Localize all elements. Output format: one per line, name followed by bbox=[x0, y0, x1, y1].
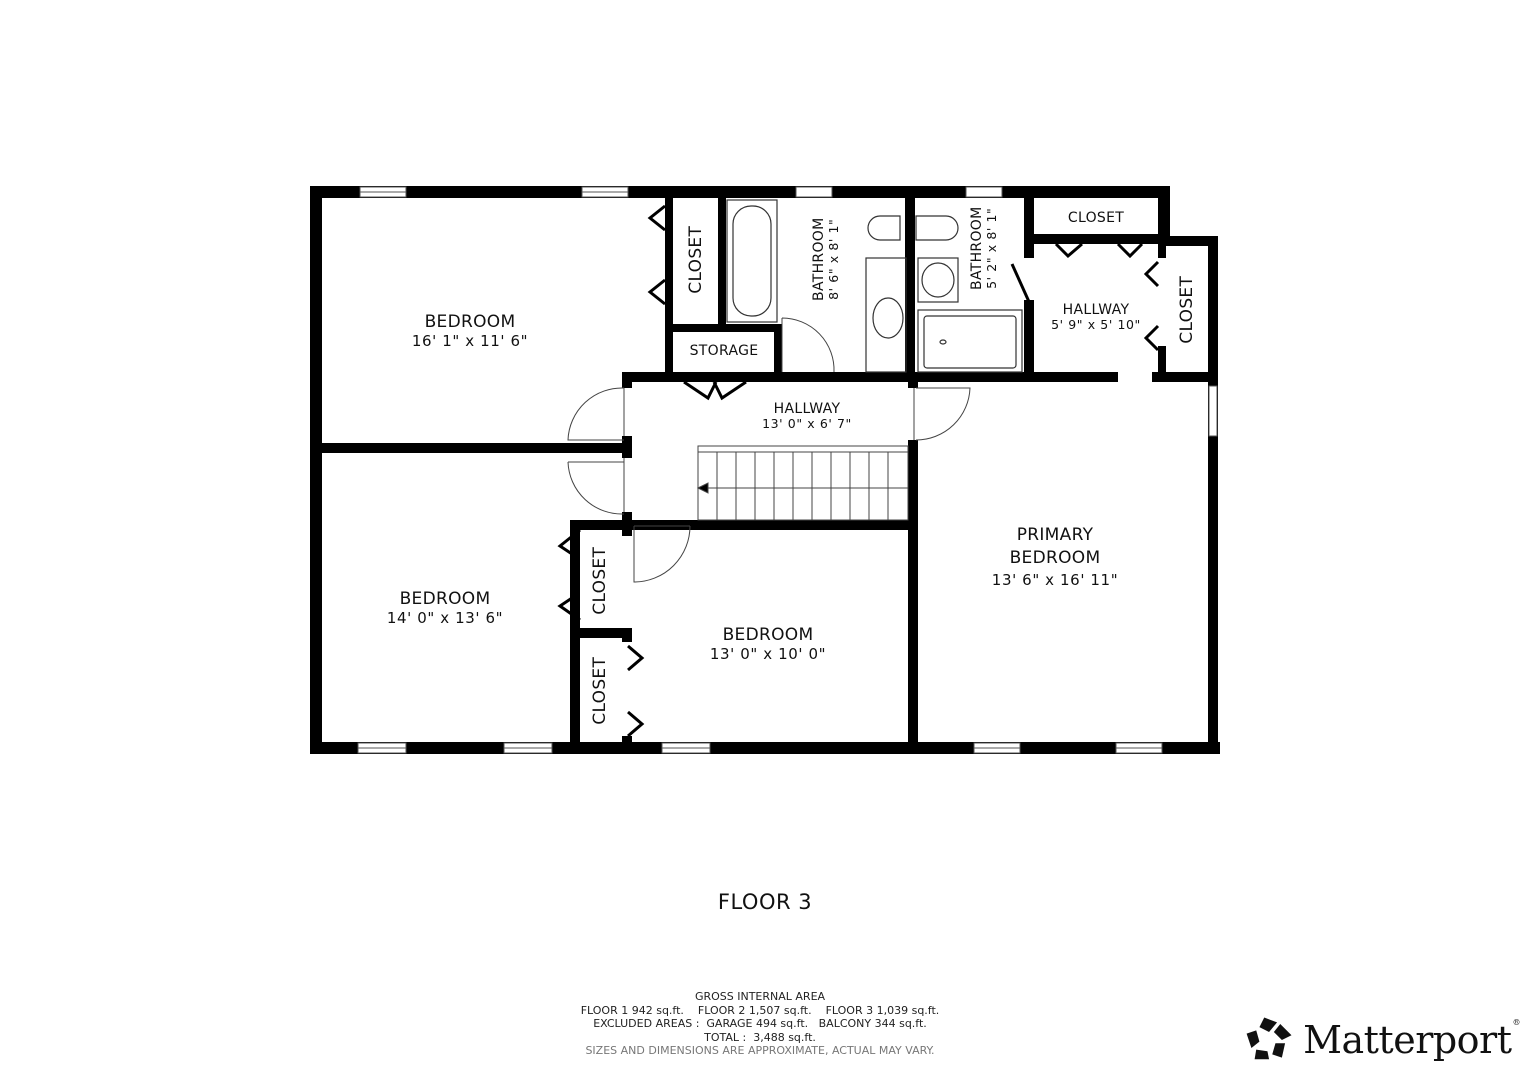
room-name: CLOSET bbox=[590, 546, 611, 615]
room-name: BEDROOM bbox=[424, 312, 516, 332]
room-name: BATHROOM bbox=[810, 217, 827, 301]
room-bathroom-2: BATHROOM 5' 2" x 8' 1" bbox=[969, 188, 999, 308]
room-hallway-ne: HALLWAY 5' 9" x 5' 10" bbox=[1040, 302, 1152, 332]
room-closet-ne-top: CLOSET bbox=[1046, 210, 1146, 226]
room-dimensions: 13' 0" x 6' 7" bbox=[762, 416, 852, 432]
stairs bbox=[696, 445, 909, 521]
room-dimensions: 13' 6" x 16' 11" bbox=[991, 570, 1119, 589]
room-name: CLOSET bbox=[1067, 210, 1125, 226]
room-bedroom-nw: BEDROOM 16' 1" x 11' 6" bbox=[400, 312, 540, 350]
matterport-logo: Matterport® bbox=[1245, 1010, 1520, 1070]
room-closet-sw-lower: CLOSET bbox=[590, 643, 611, 739]
summary-excluded: EXCLUDED AREAS : GARAGE 494 sq.ft. BALCO… bbox=[593, 1017, 927, 1030]
room-closet-nw: CLOSET bbox=[686, 212, 707, 308]
room-name-line2: BEDROOM bbox=[1009, 547, 1101, 568]
room-closet-sw-upper: CLOSET bbox=[590, 533, 611, 629]
area-summary: GROSS INTERNAL AREA FLOOR 1 942 sq.ft. F… bbox=[540, 990, 980, 1058]
summary-disclaimer: SIZES AND DIMENSIONS ARE APPROXIMATE, AC… bbox=[585, 1044, 935, 1057]
room-dimensions: 5' 2" x 8' 1" bbox=[983, 207, 999, 289]
summary-total: TOTAL : 3,488 sq.ft. bbox=[704, 1030, 816, 1044]
room-name: CLOSET bbox=[1177, 275, 1198, 344]
room-primary-bedroom: PRIMARY BEDROOM 13' 6" x 16' 11" bbox=[975, 524, 1135, 590]
room-dimensions: 14' 0" x 13' 6" bbox=[386, 608, 504, 627]
room-hallway-main: HALLWAY 13' 0" x 6' 7" bbox=[737, 401, 877, 431]
room-name: BEDROOM bbox=[399, 589, 491, 609]
room-bedroom-sw: BEDROOM 14' 0" x 13' 6" bbox=[375, 589, 515, 627]
room-dimensions: 16' 1" x 11' 6" bbox=[411, 331, 529, 350]
room-name: CLOSET bbox=[590, 656, 611, 725]
room-name: CLOSET bbox=[686, 225, 707, 294]
room-dimensions: 8' 6" x 8' 1" bbox=[825, 218, 841, 300]
room-closet-ne-right: CLOSET bbox=[1177, 262, 1198, 358]
matterport-pentagon-icon bbox=[1246, 1017, 1292, 1060]
room-name: HALLWAY bbox=[773, 401, 841, 417]
room-name: STORAGE bbox=[689, 343, 759, 359]
room-dimensions: 5' 9" x 5' 10" bbox=[1051, 317, 1141, 333]
floor-title: FLOOR 3 bbox=[717, 890, 813, 914]
room-name-line1: PRIMARY bbox=[1016, 525, 1094, 545]
windows bbox=[357, 186, 1218, 754]
summary-floors: FLOOR 1 942 sq.ft. FLOOR 2 1,507 sq.ft. … bbox=[580, 1003, 940, 1017]
summary-heading: GROSS INTERNAL AREA bbox=[694, 990, 826, 1003]
room-name: BEDROOM bbox=[722, 625, 814, 645]
fixtures bbox=[726, 199, 1023, 373]
room-bathroom-1: BATHROOM 8' 6" x 8' 1" bbox=[811, 199, 841, 319]
room-storage: STORAGE bbox=[674, 343, 774, 359]
room-name: BATHROOM bbox=[968, 206, 985, 290]
interior-walls bbox=[322, 198, 1218, 754]
room-dimensions: 13' 0" x 10' 0" bbox=[709, 644, 827, 663]
exterior-walls bbox=[310, 186, 1220, 754]
closet-doors bbox=[557, 204, 1160, 738]
room-bedroom-s: BEDROOM 13' 0" x 10' 0" bbox=[698, 625, 838, 663]
doors bbox=[567, 317, 971, 583]
room-name: HALLWAY bbox=[1062, 302, 1130, 318]
brand-name: Matterport® bbox=[1303, 1018, 1520, 1062]
